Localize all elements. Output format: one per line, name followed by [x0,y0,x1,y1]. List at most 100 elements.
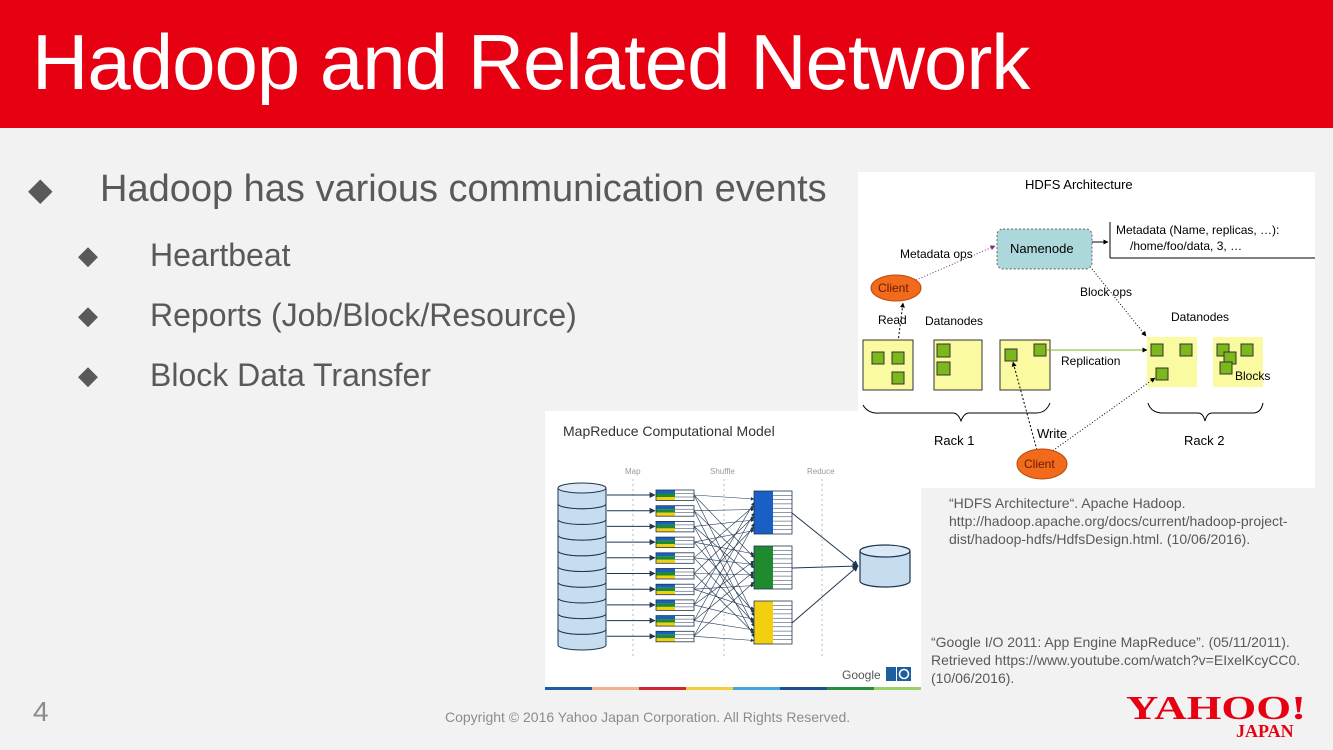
mapreduce-title: MapReduce Computational Model [563,423,775,439]
rack-2-brace [1147,402,1264,422]
metadata-line-2: /home/foo/data, 3, … [1130,239,1242,253]
client-node [870,274,922,302]
google-io-logo-icon [886,667,911,681]
shuffle-arrow [693,541,755,556]
metadata-line-1: Metadata (Name, replicas, …): [1116,223,1279,237]
shuffle-arrow [693,494,755,617]
shuffle-arrow [693,573,755,577]
mapper-partition [656,631,675,635]
citation-line: “Google I/O 2011: App Engine MapReduce”.… [931,634,1290,650]
rack-2-label: Rack 2 [1184,433,1224,448]
client-label: Client [878,281,909,295]
rack-1-label: Rack 1 [934,433,974,448]
client-node [1016,448,1068,480]
shuffle-arrow [693,573,755,634]
shuffle-arrow [693,523,755,637]
shuffle-arrow [693,588,755,610]
replication-label: Replication [1061,354,1120,368]
copyright-text: Copyright © 2016 Yahoo Japan Corporation… [445,709,851,725]
shuffle-arrow [693,557,755,624]
reduce-output-arrow [791,563,859,570]
bullet-text: Hadoop has various communication events [100,168,827,210]
reduce-output-arrow [791,512,859,567]
mapper-partition [656,540,675,545]
shuffle-arrow [693,583,755,590]
shuffle-arrow [693,518,755,527]
namenode-label: Namenode [1010,241,1074,256]
datanodes-right-label: Datanodes [1171,310,1229,324]
mapper-partition [656,575,675,579]
datanode-box [933,339,983,391]
mapper-partition [656,524,675,529]
shuffle-arrow [693,505,755,559]
diamond-icon: ◆ [28,171,53,207]
reduce-output-arrow [791,565,859,624]
hdfs-diagram: HDFS Architecture Namenode Metadata (Nam… [862,177,1315,480]
color-bar-segment [592,687,640,690]
blocks-label: Blocks [1235,369,1270,383]
phase-label-shuffle: Shuffle [710,467,735,476]
shuffle-arrow [693,494,755,501]
mapper-partition [656,490,675,494]
mapper-partition [656,552,675,557]
datanode-box [862,339,914,391]
citation-line: dist/hadoop-hdfs/HdfsDesign.html. (10/06… [949,531,1251,547]
shuffle-arrow [693,502,755,606]
color-bar-segment [780,687,828,690]
hdfs-citation: “HDFS Architecture“. Apache Hadoop. http… [949,494,1329,548]
color-bar-segment [545,687,593,690]
mapper-partition [656,591,675,595]
diamond-icon: ◆ [78,360,98,390]
page-number: 4 [33,696,49,727]
shuffle-arrow [693,636,755,643]
mapper-partition [656,619,675,623]
mapper-partition [656,521,675,525]
color-bar-segment [874,687,922,690]
shuffle-arrow [693,541,755,613]
mapper-partition [656,512,675,517]
bullet-text: Reports (Job/Block/Resource) [150,297,577,333]
color-bar-segment [733,687,781,690]
mapreduce-figure: MapReduce Computational Model Map Shuffl… [545,411,922,690]
phase-label-reduce: Reduce [807,467,835,476]
mapper-partition [656,559,675,564]
slide-header: Hadoop and Related Network [0,0,1333,128]
mapper-partition [656,509,675,513]
color-bar-segment [639,687,687,690]
datanodes-left-label: Datanodes [925,314,983,328]
phase-label-map: Map [625,467,641,476]
shuffle-arrow [693,581,755,637]
shuffle-arrow [693,494,755,558]
shuffle-arrow [693,512,755,621]
mapper-partition [656,572,675,576]
output-database-icon [859,544,911,588]
reducer-block [754,491,773,534]
hdfs-title: HDFS Architecture [1025,177,1133,192]
google-brand: Google [842,668,881,682]
mapper-partition [656,603,675,607]
mapper-partition [656,528,675,532]
shuffle-arrow [693,510,755,569]
slide-title: Hadoop and Related Network [32,18,1030,106]
mapper-partition [656,505,675,510]
rack-1-brace [862,402,1051,423]
citation-line: (10/06/2016). [931,670,1015,686]
citation-line: Retrieved https://www.youtube.com/watch?… [931,652,1301,668]
diamond-icon: ◆ [78,240,98,270]
reducer-block [754,601,773,644]
shuffle-arrow [693,526,755,590]
diamond-icon: ◆ [78,300,98,330]
block-ops-label: Block ops [1080,285,1132,299]
color-bar-segment [827,687,875,690]
datanode-box [999,339,1051,391]
mapreduce-diagram: MapReduce Computational Model Map Shuffl… [545,423,922,690]
logo-main: YAHOO! [1126,690,1306,727]
write-label: Write [1037,426,1067,441]
mapper-partition [656,615,675,620]
bullet-text: Heartbeat [150,237,291,273]
mapper-partition [656,493,675,497]
datanode-box [1147,337,1197,387]
shuffle-arrow [693,529,755,543]
input-database-icon [557,482,607,651]
shuffle-arrow [693,604,755,621]
